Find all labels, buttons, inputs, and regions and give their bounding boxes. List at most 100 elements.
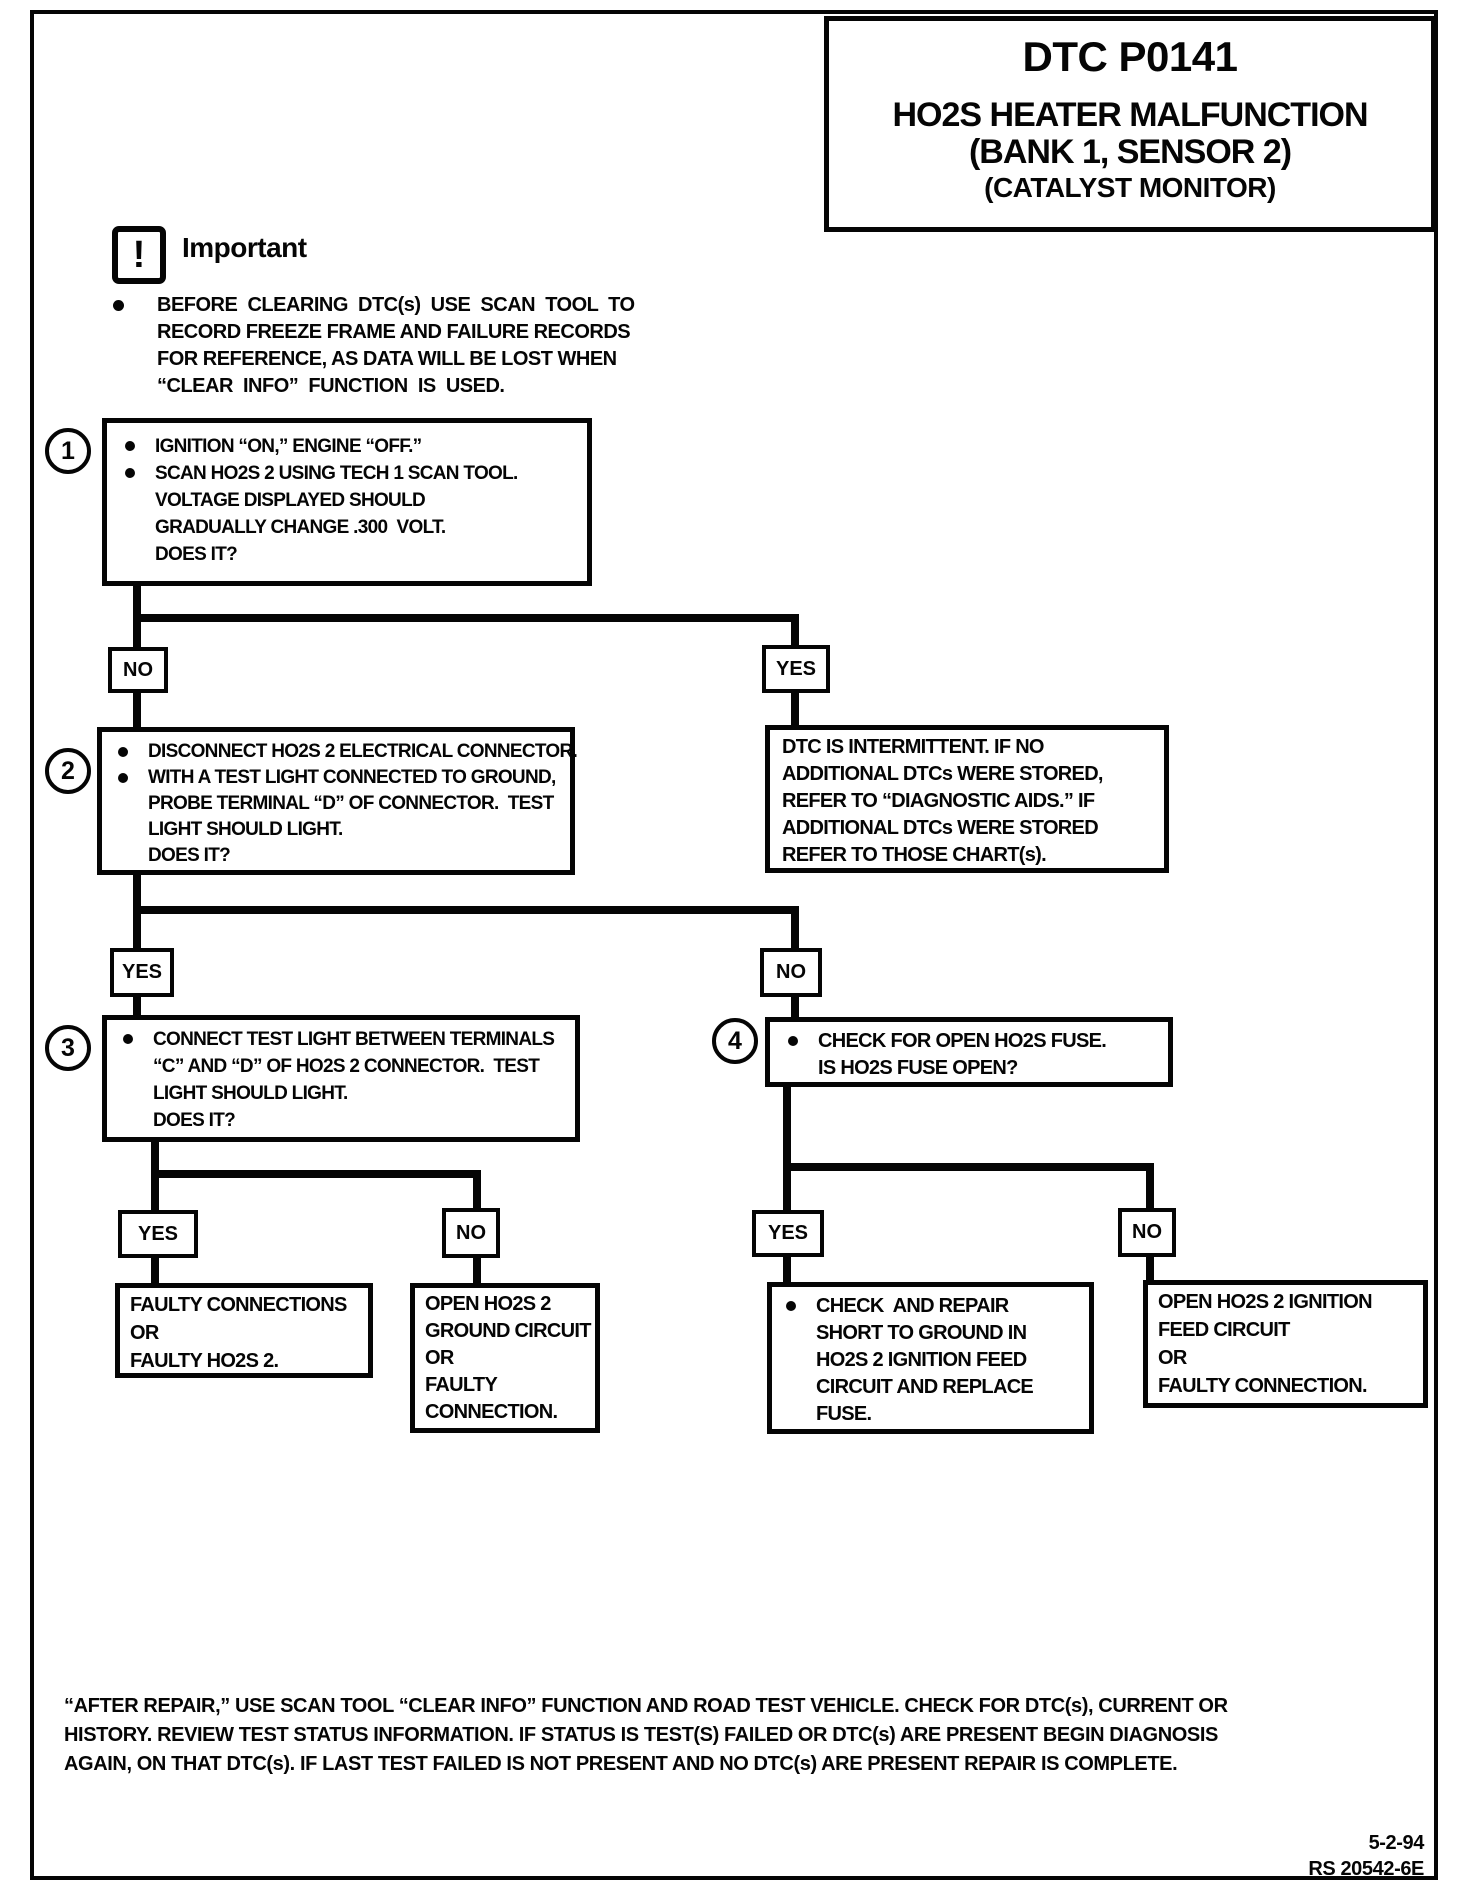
connector-line	[791, 995, 799, 1021]
branch-label-text: NO	[123, 658, 153, 681]
dtc-code: DTC P0141	[1022, 33, 1238, 80]
step-number-3: 3	[45, 1025, 91, 1071]
step3-line: LIGHT SHOULD LIGHT.	[153, 1083, 348, 1104]
result-line: OR	[425, 1347, 454, 1369]
result-line: GROUND CIRCUIT	[425, 1320, 591, 1342]
footer-line: HISTORY. REVIEW TEST STATUS INFORMATION.…	[64, 1724, 1218, 1746]
result-line: FEED CIRCUIT	[1158, 1319, 1290, 1341]
connector-line	[133, 906, 799, 914]
result-repair-short-box: CHECK AND REPAIR SHORT TO GROUND IN HO2S…	[767, 1282, 1094, 1434]
note-line: RECORD FREEZE FRAME AND FAILURE RECORDS	[157, 321, 631, 343]
connector-line	[473, 1170, 481, 1212]
branch1-no-label: NO	[108, 647, 168, 693]
result-line: REFER TO “DIAGNOSTIC AIDS.” IF	[782, 790, 1095, 812]
after-repair-note: “AFTER REPAIR,” USE SCAN TOOL “CLEAR INF…	[64, 1692, 1228, 1779]
step1-line: DOES IT?	[155, 544, 238, 565]
branch-label-text: NO	[1132, 1221, 1162, 1243]
result-line: FUSE.	[816, 1403, 872, 1425]
step1-line: GRADUALLY CHANGE .300 VOLT.	[155, 517, 446, 538]
footer-line: “AFTER REPAIR,” USE SCAN TOOL “CLEAR INF…	[64, 1695, 1228, 1717]
step-number-text: 4	[728, 1026, 742, 1055]
bullet-icon	[118, 747, 128, 757]
branch-label-text: YES	[775, 657, 817, 680]
note-line: FOR REFERENCE, AS DATA WILL BE LOST WHEN	[157, 348, 617, 370]
title-line: HO2S HEATER MALFUNCTION	[892, 96, 1368, 134]
branch3-yes-label: YES	[118, 1210, 198, 1258]
result-open-feed-box: OPEN HO2S 2 IGNITION FEED CIRCUIT OR FAU…	[1143, 1280, 1428, 1408]
document-ref: RS 20542-6E	[1308, 1858, 1424, 1880]
result-line: FAULTY CONNECTIONS	[130, 1294, 347, 1316]
revision-block: 5-2-94 RS 20542-6E	[1308, 1830, 1424, 1882]
bullet-icon	[113, 300, 124, 311]
result-line: SHORT TO GROUND IN	[816, 1322, 1027, 1344]
important-note: BEFORE CLEARING DTC(s) USE SCAN TOOL TO …	[113, 292, 635, 400]
result-line: OPEN HO2S 2	[425, 1293, 551, 1315]
footer-line: AGAIN, ON THAT DTC(s). IF LAST TEST FAIL…	[64, 1753, 1178, 1775]
page-border	[30, 10, 1438, 1880]
result-line: DTC IS INTERMITTENT. IF NO	[782, 736, 1044, 758]
connector-line	[791, 906, 799, 952]
branch-label-text: NO	[776, 961, 806, 983]
result-line: HO2S 2 IGNITION FEED	[816, 1349, 1027, 1371]
step2-line: LIGHT SHOULD LIGHT.	[148, 819, 343, 840]
branch4-no-label: NO	[1118, 1208, 1176, 1257]
step3-line: “C” AND “D” OF HO2S 2 CONNECTOR. TEST	[153, 1056, 540, 1077]
step3-line: CONNECT TEST LIGHT BETWEEN TERMINALS	[153, 1029, 555, 1050]
connector-line	[783, 1255, 791, 1286]
result-line: REFER TO THOSE CHART(s).	[782, 844, 1047, 866]
step-number-text: 1	[61, 436, 75, 465]
connector-line	[151, 1256, 159, 1287]
title-line: (BANK 1, SENSOR 2)	[968, 133, 1292, 171]
connector-line	[133, 995, 141, 1019]
step1-line: SCAN HO2S 2 USING TECH 1 SCAN TOOL.	[155, 463, 518, 484]
connector-line	[791, 691, 799, 729]
result-line: OPEN HO2S 2 IGNITION	[1158, 1291, 1373, 1313]
result-intermittent-box: DTC IS INTERMITTENT. IF NO ADDITIONAL DT…	[765, 725, 1169, 873]
step-number-text: 3	[61, 1033, 75, 1062]
step4-line: CHECK FOR OPEN HO2S FUSE.	[818, 1030, 1107, 1052]
connector-line	[791, 614, 799, 649]
result-faulty-connections-box: FAULTY CONNECTIONS OR FAULTY HO2S 2.	[115, 1283, 373, 1378]
branch4-yes-label: YES	[752, 1210, 824, 1257]
branch2-no-label: NO	[760, 948, 822, 997]
step2-box: DISCONNECT HO2S 2 ELECTRICAL CONNECTOR. …	[97, 727, 578, 875]
bullet-icon	[125, 468, 135, 478]
step2-line: DISCONNECT HO2S 2 ELECTRICAL CONNECTOR.	[148, 741, 578, 762]
connector-line	[473, 1256, 481, 1287]
step4-box: CHECK FOR OPEN HO2S FUSE. IS HO2S FUSE O…	[765, 1017, 1173, 1087]
step4-line: IS HO2S FUSE OPEN?	[818, 1057, 1018, 1079]
branch-label-text: YES	[767, 1222, 809, 1244]
bullet-icon	[123, 1034, 133, 1044]
result-line: CONNECTION.	[425, 1401, 558, 1423]
step-number-2: 2	[45, 748, 91, 794]
step3-box: CONNECT TEST LIGHT BETWEEN TERMINALS “C”…	[102, 1015, 580, 1142]
branch-label-text: NO	[456, 1221, 486, 1244]
connector-line	[783, 1163, 1154, 1171]
branch3-no-label: NO	[442, 1208, 500, 1258]
connector-line	[133, 691, 141, 731]
result-line: ADDITIONAL DTCs WERE STORED	[782, 817, 1099, 839]
branch-label-text: YES	[121, 961, 163, 983]
connector-line	[1146, 1255, 1154, 1284]
result-line: CHECK AND REPAIR	[816, 1295, 1009, 1317]
step1-box: IGNITION “ON,” ENGINE “OFF.” SCAN HO2S 2…	[102, 418, 592, 586]
branch2-yes-label: YES	[110, 948, 174, 997]
result-line: CIRCUIT AND REPLACE	[816, 1376, 1034, 1398]
important-label: Important	[182, 232, 307, 263]
step1-line: VOLTAGE DISPLAYED SHOULD	[155, 490, 426, 511]
step-number-1: 1	[45, 428, 91, 474]
bullet-icon	[125, 441, 135, 451]
branch1-yes-label: YES	[762, 645, 830, 693]
result-line: FAULTY	[425, 1374, 498, 1396]
step2-line: PROBE TERMINAL “D” OF CONNECTOR. TEST	[148, 793, 554, 814]
step2-line: DOES IT?	[148, 845, 231, 866]
result-line: ADDITIONAL DTCs WERE STORED,	[782, 763, 1103, 785]
step3-line: DOES IT?	[153, 1110, 236, 1131]
note-line: BEFORE CLEARING DTC(s) USE SCAN TOOL TO	[157, 294, 635, 316]
result-line: FAULTY CONNECTION.	[1158, 1375, 1368, 1397]
bullet-icon	[788, 1036, 798, 1046]
connector-line	[1146, 1163, 1154, 1212]
title-line: (CATALYST MONITOR)	[984, 172, 1276, 203]
result-open-ground-box: OPEN HO2S 2 GROUND CIRCUIT OR FAULTY CON…	[410, 1283, 600, 1433]
